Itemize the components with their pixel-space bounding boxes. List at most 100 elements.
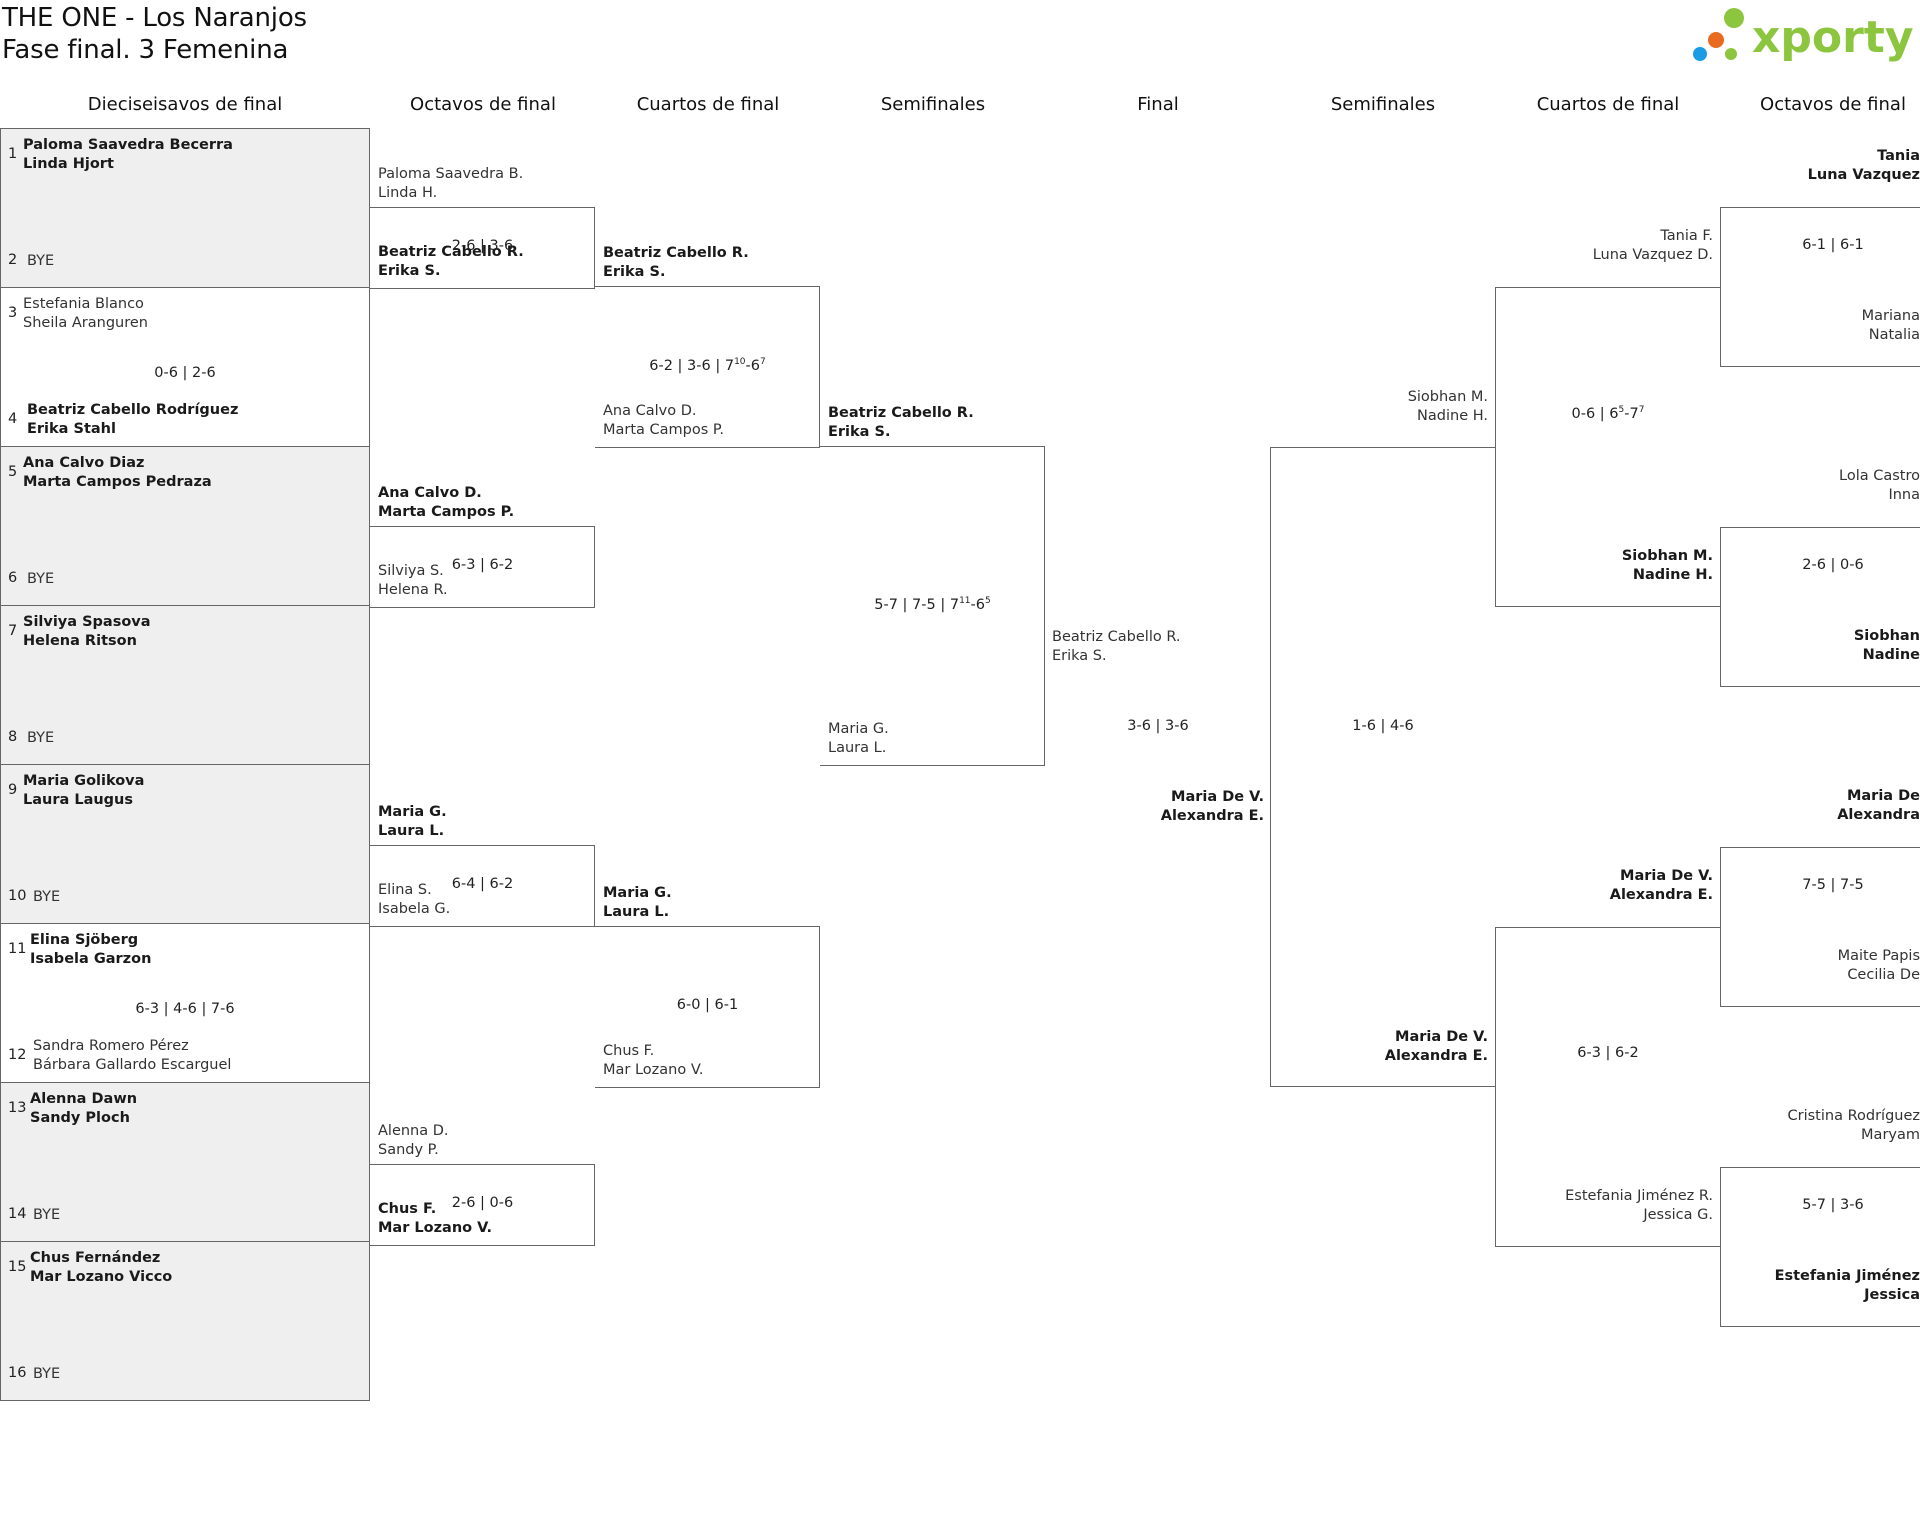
team-bottom: Beatriz Cabello R.Erika S. — [378, 243, 593, 281]
player-name: Maria G. — [378, 804, 447, 820]
logo-text: xporty — [1752, 12, 1914, 63]
player-name: Inna — [1888, 487, 1920, 503]
player-name: Cristina Rodríguez — [1787, 1108, 1920, 1124]
match-score: 5-7 | 7-5 | 711-65 — [874, 596, 991, 613]
player-name: Alenna Dawn — [30, 1091, 138, 1107]
bye-label: BYE — [33, 1365, 333, 1384]
r32-match-5 — [0, 764, 370, 924]
team-bottom: Chus F. Mar Lozano V. — [378, 1200, 593, 1238]
player-name: Tania F. — [1660, 228, 1713, 244]
player-name: BYE — [33, 1207, 61, 1223]
seed-number: 6 — [8, 570, 18, 586]
player-name: Marta Campos P. — [603, 422, 725, 438]
player-name: Maria De — [1846, 788, 1920, 804]
player-name: Paloma Saavedra B. — [378, 166, 524, 182]
player-name: Ana Calvo Diaz — [23, 455, 145, 471]
final-team-top: Beatriz Cabello R.Erika S. — [1052, 628, 1252, 666]
match-score: 5-7 | 3-6 — [1802, 1197, 1864, 1213]
player-name: Alexandra E. — [1384, 1048, 1488, 1064]
r16-right-bracket-2 — [1720, 527, 1920, 687]
player-name: Siobhan M. — [1407, 389, 1488, 405]
player-name: Erika S. — [1052, 648, 1107, 664]
player-name: Maria Golikova — [23, 773, 145, 789]
seed-number: 15 — [8, 1259, 27, 1275]
player-name: Beatriz Cabello R. — [828, 405, 974, 421]
seed-number: 13 — [8, 1100, 27, 1116]
team-top: Alenna D.Sandy P. — [378, 1122, 593, 1160]
match-score: 1-6 | 4-6 — [1352, 718, 1414, 734]
player-name: Nadine — [1862, 647, 1920, 663]
bye-label: BYE — [33, 1206, 333, 1225]
seed-number: 16 — [8, 1365, 27, 1381]
player-name: Chus F. — [378, 1201, 437, 1217]
bye-label: BYE — [27, 570, 327, 589]
player-name: Maryam — [1861, 1127, 1920, 1143]
player-name: Luna Vazquez D. — [1592, 247, 1713, 263]
player-name: Luna Vazquez — [1807, 167, 1920, 183]
match-score: 0-6 | 65-77 — [1571, 405, 1645, 422]
round-header-4: Semifinales — [880, 94, 986, 115]
player-name: Mariana — [1861, 308, 1920, 324]
team-bottom: Chus F.Mar Lozano V. — [603, 1042, 818, 1080]
player-name: Elina Sjöberg — [30, 932, 139, 948]
player-name: Maria De V. — [1395, 1029, 1488, 1045]
match-score: 6-3 | 6-2 — [451, 557, 514, 573]
player-name: Mar Lozano V. — [378, 1220, 493, 1236]
player-name: Bárbara Gallardo Escarguel — [33, 1057, 232, 1073]
player-name: Isabela Garzon — [30, 951, 152, 967]
team-bottom: Silviya S.Helena R. — [378, 562, 593, 600]
logo-dot-green-small — [1725, 48, 1737, 60]
r16-right-bracket-3 — [1720, 847, 1920, 1007]
player-name: Maria De V. — [1620, 868, 1713, 884]
player-name: Lola Castro — [1839, 468, 1920, 484]
player-name: Tania — [1877, 148, 1920, 164]
player-name: BYE — [33, 1366, 61, 1382]
bye-label: BYE — [33, 888, 333, 907]
round-header-1: Dieciseisavos de final — [87, 94, 283, 115]
player-name: Silviya S. — [378, 563, 444, 579]
team-bottom: Maria De V. Alexandra E. — [1270, 1028, 1488, 1066]
logo-dot-orange — [1708, 32, 1724, 48]
qf-right-bracket-1 — [1495, 287, 1720, 607]
seed-number: 4 — [8, 411, 18, 427]
player-name: Laura L. — [828, 740, 887, 756]
match-score: 6-3 | 4-6 | 7-6 — [135, 1001, 235, 1017]
player-name: Laura L. — [378, 823, 445, 839]
match-score: 6-4 | 6-2 — [451, 876, 514, 892]
player-name: Elina S. — [378, 882, 432, 898]
qf_left-bracket-2 — [595, 926, 820, 1088]
round-header-2: Octavos de final — [410, 94, 556, 115]
logo-dot-blue — [1693, 47, 1707, 61]
seed-number: 3 — [8, 305, 18, 321]
r16_left-bracket-4 — [370, 1164, 595, 1246]
team-bottom: Ana Calvo D.Marta Campos P. — [603, 402, 818, 440]
match-score: 7-5 | 7-5 — [1802, 877, 1864, 893]
team-top: Ana Calvo D.Marta Campos P. — [378, 484, 593, 522]
player-name: Beatriz Cabello R. — [378, 244, 524, 260]
player-name: Chus F. — [603, 1043, 655, 1059]
player-name: BYE — [33, 889, 61, 905]
team-top: Siobhan M.Nadine H. — [1270, 388, 1488, 426]
round-header-right-2: Cuartos de final — [1536, 94, 1680, 115]
player-name: Helena Ritson — [23, 633, 137, 649]
player-name: Alexandra E. — [1609, 887, 1713, 903]
player-name: Estefania Jiménez R. — [1565, 1188, 1713, 1204]
r32-match-8 — [0, 1241, 370, 1401]
team-top: Beatriz Cabello R.Erika S. — [828, 404, 1043, 442]
player-name: Maria G. — [603, 885, 672, 901]
player-name: Maria G. — [828, 721, 889, 737]
round-header-3: Cuartos de final — [636, 94, 780, 115]
player-name: Siobhan — [1853, 628, 1920, 644]
player-name: Siobhan M. — [1621, 548, 1713, 564]
seed-number: 11 — [8, 941, 27, 957]
